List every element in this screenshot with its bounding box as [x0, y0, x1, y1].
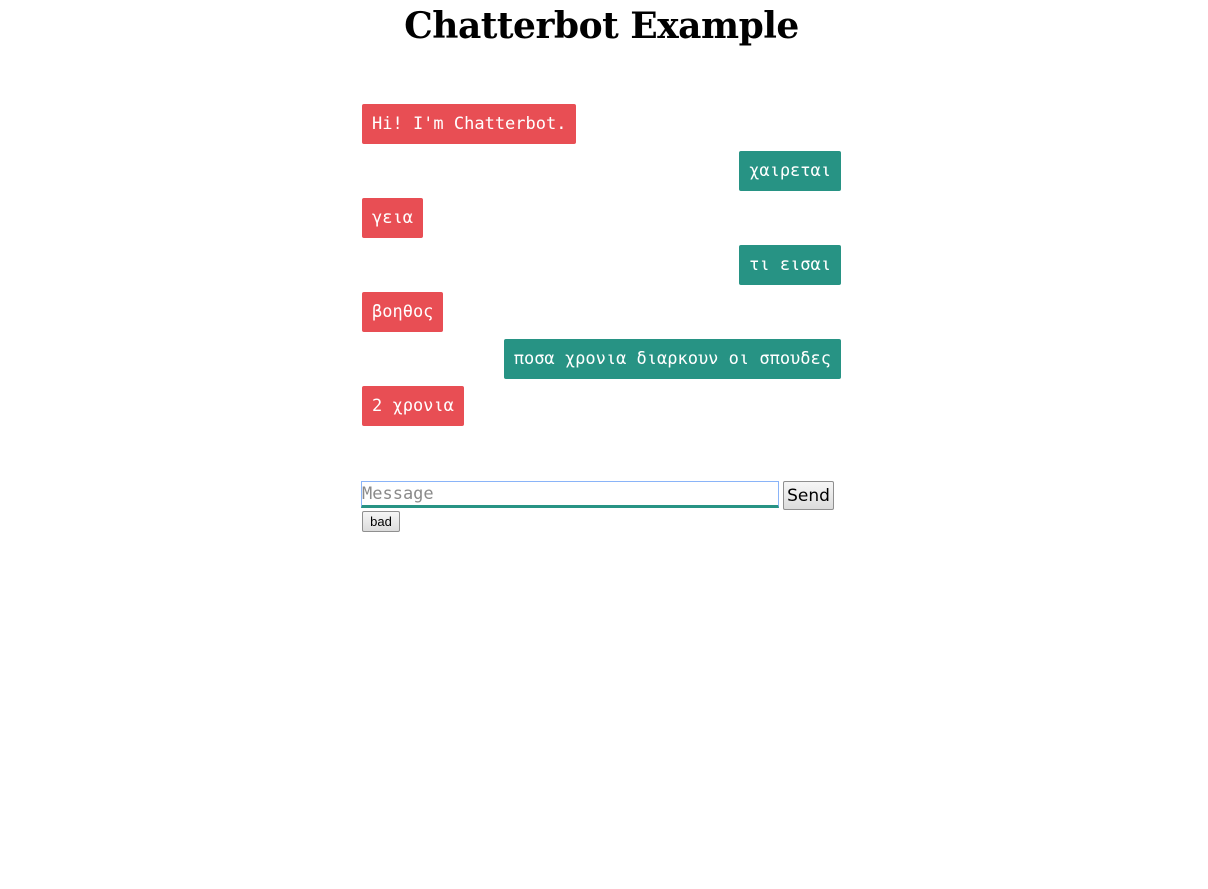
chat-message-row: Hi! I'm Chatterbot. [362, 104, 841, 144]
user-message: ποσα χρονια διαρκουν οι σπουδες [503, 339, 841, 379]
page-title: Chatterbot Example [404, 5, 799, 47]
chat-log: Hi! I'm Chatterbot. χαιρεται γεια τι εισ… [362, 104, 841, 433]
bot-message: γεια [362, 198, 423, 238]
message-input[interactable] [361, 481, 779, 508]
bad-button[interactable]: bad [362, 511, 400, 532]
chat-message-row: χαιρεται [362, 151, 841, 191]
message-composer: Send [361, 481, 834, 510]
bot-message: 2 χρονια [362, 386, 464, 426]
user-message: τι εισαι [739, 245, 841, 285]
chat-message-row: 2 χρονια [362, 386, 841, 426]
chat-message-row: γεια [362, 198, 841, 238]
user-message: χαιρεται [739, 151, 841, 191]
chat-message-row: βοηθος [362, 292, 841, 332]
chat-message-row: ποσα χρονια διαρκουν οι σπουδες [362, 339, 841, 379]
send-button[interactable]: Send [783, 481, 834, 510]
chat-message-row: τι εισαι [362, 245, 841, 285]
bot-message: Hi! I'm Chatterbot. [362, 104, 577, 144]
bot-message: βοηθος [362, 292, 444, 332]
